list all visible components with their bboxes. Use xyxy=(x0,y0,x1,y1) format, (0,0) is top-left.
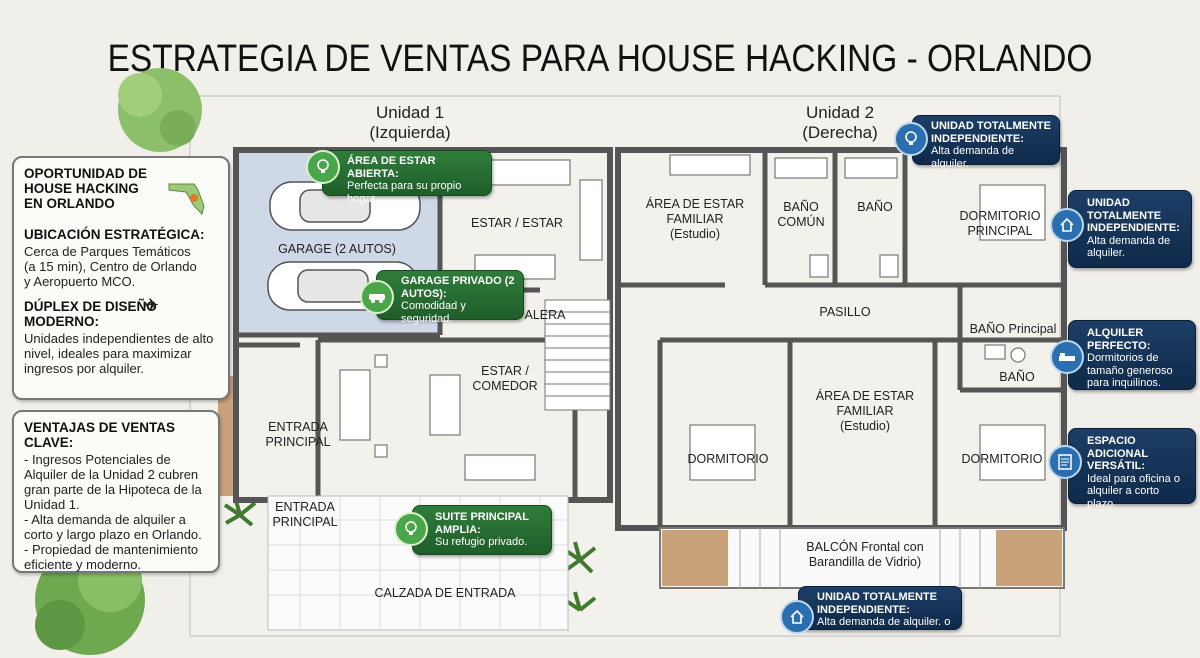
sidebar-oportunidad: OPORTUNIDAD DE HOUSE HACKING EN ORLANDO xyxy=(24,166,148,211)
unit-1-side: (Izquierda) xyxy=(369,123,451,142)
unit-2-label: Unidad 2 (Derecha) xyxy=(780,103,900,143)
callout-independiente-right: UNIDAD TOTALMENTE INDEPENDIENTE: Alta de… xyxy=(1068,190,1192,268)
callout-area-abierta-title: ÁREA DE ESTAR ABIERTA: xyxy=(347,155,436,180)
room-dormitorio-principal: DORMITORIO PRINCIPAL xyxy=(959,209,1041,238)
sidebar-ventajas-title: VENTAJAS DE VENTAS CLAVE: xyxy=(24,420,176,450)
callout-suite-principal-text: Su refugio privado. xyxy=(435,536,528,548)
list-item: - Alta demanda de alquiler a corto y lar… xyxy=(24,512,202,542)
unit-1-label: Unidad 1 (Izquierda) xyxy=(350,103,470,143)
callout-independiente-top-text: Alta demanda de alquiler. xyxy=(931,145,1015,170)
callout-independiente-bottom-text: Alta demanda de alquiler. o xyxy=(817,616,951,628)
callout-garage-privado-title: GARAGE PRIVADO (2 AUTOS): xyxy=(401,275,515,300)
room-estar-comedor: ESTAR / COMEDOR xyxy=(472,364,538,393)
lightbulb-icon xyxy=(894,122,928,156)
sidebar-ubicacion-text: Cerca de Parques Temáticos (a 15 min), C… xyxy=(24,244,197,289)
airplane-icon: ✈ xyxy=(144,295,160,315)
callout-garage-privado-text: Comodidad y seguridad. xyxy=(401,300,466,325)
room-area-estar-familiar-top-name: ÁREA DE ESTAR FAMILIAR xyxy=(645,197,745,226)
room-garage: GARAGE (2 AUTOS) xyxy=(278,242,396,256)
sidebar-info-box: OPORTUNIDAD DE HOUSE HACKING EN ORLANDO … xyxy=(12,156,230,400)
room-bano: BAÑO xyxy=(857,200,893,214)
callout-independiente-bottom: UNIDAD TOTALMENTE INDEPENDIENTE: Alta de… xyxy=(798,586,962,630)
room-dormitorio-left: DORMITORIO xyxy=(687,452,769,466)
house-icon xyxy=(1050,208,1084,242)
callout-alquiler-perfecto: ALQUILER PERFECTO: Dormitorios de tamaño… xyxy=(1068,320,1196,390)
room-area-estar-familiar-mid: ÁREA DE ESTAR FAMILIAR (Estudio) xyxy=(805,389,925,434)
callout-garage-privado: GARAGE PRIVADO (2 AUTOS): Comodidad y se… xyxy=(376,270,524,325)
callout-independiente-right-title: UNIDAD TOTALMENTE INDEPENDIENTE: xyxy=(1087,197,1180,234)
unit-2-side: (Derecha) xyxy=(802,123,878,142)
lightbulb-icon xyxy=(306,150,340,184)
car-icon xyxy=(360,280,394,314)
sidebar-ventajas-box: VENTAJAS DE VENTAS CLAVE: - Ingresos Pot… xyxy=(12,410,220,573)
room-area-estar-familiar-mid-name: ÁREA DE ESTAR FAMILIAR xyxy=(815,389,915,418)
callout-area-abierta-text: Perfecta para su propio hogar. xyxy=(347,180,462,205)
sidebar-ventajas-list: - Ingresos Potenciales de Alquiler de la… xyxy=(24,452,208,572)
callout-area-abierta: ÁREA DE ESTAR ABIERTA: Perfecta para su … xyxy=(322,150,492,205)
list-item: - Propiedad de mantenimiento eficiente y… xyxy=(24,542,199,572)
room-dormitorio-right: DORMITORIO xyxy=(961,452,1043,466)
room-bano-small: BAÑO xyxy=(999,370,1035,384)
florida-map-icon xyxy=(164,176,214,216)
callout-independiente-top: UNIDAD TOTALMENTE INDEPENDIENTE: Alta de… xyxy=(912,115,1060,170)
callout-suite-principal-title: SUITE PRINCIPAL AMPLIA: xyxy=(435,511,529,536)
callout-alquiler-perfecto-text: Dormitorios de tamaño generoso para inqu… xyxy=(1087,352,1173,389)
tree-icon xyxy=(118,68,202,152)
callout-espacio-adicional-title: ESPACIO ADICIONAL VERSÁTIL: xyxy=(1087,435,1148,472)
callout-alquiler-perfecto-title: ALQUILER PERFECTO: xyxy=(1087,327,1151,352)
sidebar-duplex-title: DÚPLEX DE DISEÑO MODERNO: xyxy=(24,299,157,329)
callout-suite-principal: SUITE PRINCIPAL AMPLIA: Su refugio priva… xyxy=(412,505,552,555)
callout-independiente-bottom-title: UNIDAD TOTALMENTE INDEPENDIENTE: xyxy=(817,591,937,616)
sidebar-ubicacion-title: UBICACIÓN ESTRATÉGICA: xyxy=(24,227,205,242)
room-pasillo: PASILLO xyxy=(819,305,871,319)
callout-espacio-adicional-text: Ideal para oficina o alquiler a corto pl… xyxy=(1087,472,1180,510)
room-bano-principal: BAÑO Principal xyxy=(969,322,1057,336)
room-entrada-principal-interior: ENTRADA PRINCIPAL xyxy=(265,420,331,449)
room-estudio-top: (Estudio) xyxy=(669,227,721,241)
list-item: - Ingresos Potenciales de Alquiler de la… xyxy=(24,452,202,512)
room-estudio-mid: (Estudio) xyxy=(839,419,891,433)
room-balcon: BALCÓN Frontal con Barandilla de Vidrio) xyxy=(806,540,924,569)
lightbulb-icon xyxy=(394,512,428,546)
room-entrada-principal-exterior: ENTRADA PRINCIPAL xyxy=(272,500,338,529)
bed-icon xyxy=(1050,340,1084,374)
page-title: ESTRATEGIA DE VENTAS PARA HOUSE HACKING … xyxy=(107,38,1093,80)
room-area-estar-familiar-top: ÁREA DE ESTAR FAMILIAR (Estudio) xyxy=(640,197,750,242)
unit-1-name: Unidad 1 xyxy=(375,103,445,122)
room-bano-comun: BAÑO COMÚN xyxy=(777,200,825,229)
callout-independiente-top-title: UNIDAD TOTALMENTE INDEPENDIENTE: xyxy=(931,120,1051,145)
callout-independiente-right-text: Alta demanda de alquiler. xyxy=(1087,234,1171,260)
callout-espacio-adicional: ESPACIO ADICIONAL VERSÁTIL: Ideal para o… xyxy=(1068,428,1196,510)
room-calzada: CALZADA DE ENTRADA xyxy=(374,586,516,600)
unit-2-name: Unidad 2 xyxy=(805,103,875,122)
room-estar-estar: ESTAR / ESTAR xyxy=(471,216,563,230)
room-escalera: ALERA xyxy=(524,308,566,322)
sidebar-duplex-text: Unidades independientes de alto nivel, i… xyxy=(24,331,214,376)
house-icon xyxy=(780,600,814,634)
document-icon xyxy=(1048,445,1082,479)
